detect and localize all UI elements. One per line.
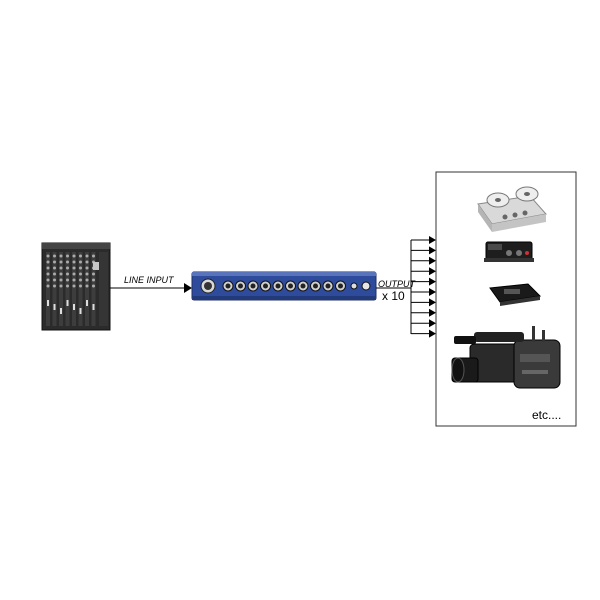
- output-fanout: [376, 236, 436, 338]
- video-camera-image: [451, 326, 561, 389]
- line-input-arrow: [110, 283, 192, 293]
- etc-label: etc....: [532, 408, 562, 422]
- rack-splitter-image: [191, 271, 377, 301]
- output-count-label: x 10: [382, 289, 405, 303]
- line-input-label: LINE INPUT: [124, 275, 174, 285]
- output-label: OUTPUT: [378, 279, 415, 289]
- mixer-console-image: [41, 242, 111, 331]
- portable-recorder-image: [484, 241, 534, 262]
- compact-recorder-image: [489, 283, 542, 306]
- tape-recorder-image: [477, 186, 547, 232]
